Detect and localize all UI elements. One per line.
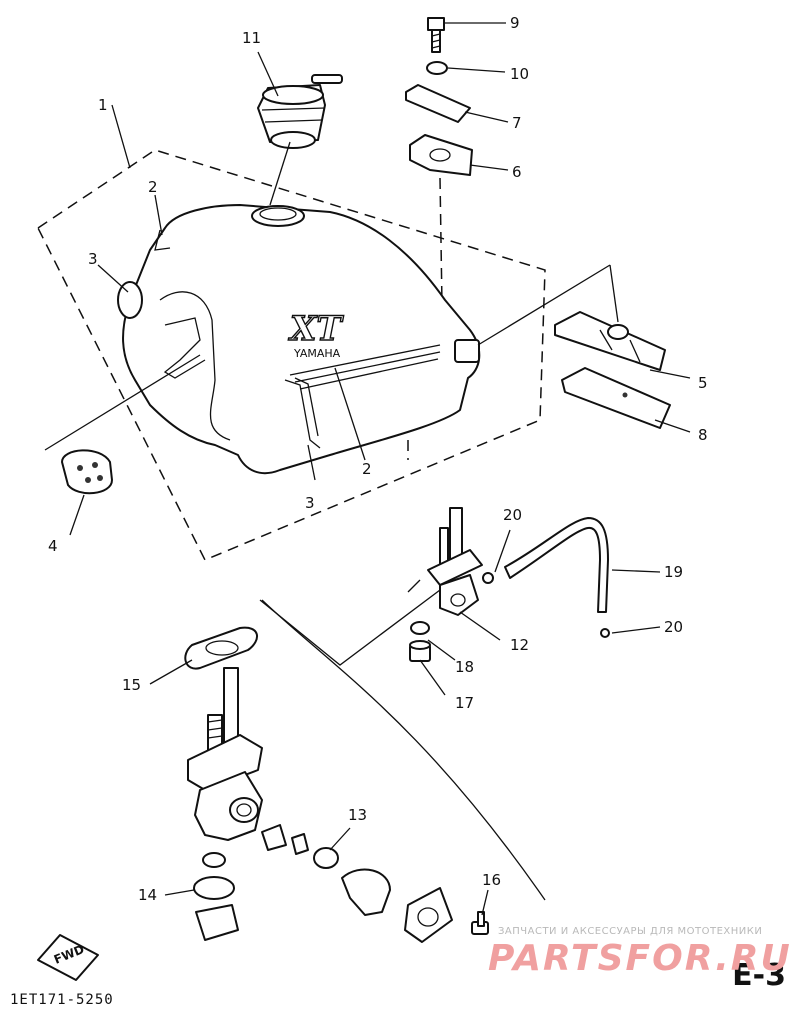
leader-lines (44, 22, 691, 916)
gasket-15 (184, 626, 258, 670)
filter-cup (195, 904, 239, 941)
o-ring-14 (193, 876, 235, 900)
watermark-logo: PARTSFOR.RU (488, 938, 792, 979)
fuel-cock-12 (427, 507, 483, 616)
cup-17 (409, 640, 431, 662)
callouts: 11 9 10 7 6 1 2 3 4 2 3 5 8 20 19 20 12 … (48, 14, 708, 904)
callout-18: 18 (455, 658, 474, 676)
callout-7: 7 (512, 114, 522, 132)
bracket-8 (561, 367, 671, 429)
grommet-4 (61, 449, 113, 495)
ref-line-bolt (439, 177, 443, 306)
clip-20-upper (482, 572, 494, 584)
catalog-code: 1ET171-5250 (10, 992, 114, 1008)
callout-19: 19 (664, 563, 683, 581)
assembly-outline (37, 149, 546, 561)
damper-6 (409, 134, 473, 176)
tank-brand-label: YAMAHA (293, 347, 341, 360)
callout-13: 13 (348, 806, 367, 824)
watermark-caption: ЗАПЧАСТИ И АКСЕССУАРЫ ДЛЯ МОТОТЕХНИКИ (498, 926, 763, 937)
callout-20-lower: 20 (664, 618, 683, 636)
callout-20-upper: 20 (503, 506, 522, 524)
clip-20-lower (600, 628, 610, 638)
lever-13-parts (261, 824, 453, 943)
callout-3-top: 3 (88, 250, 98, 268)
callout-1: 1 (98, 96, 108, 114)
filler-cap (257, 74, 343, 149)
callout-5: 5 (698, 374, 708, 392)
fuel-hose-19 (504, 517, 609, 613)
callout-2-top: 2 (148, 178, 158, 196)
callout-17: 17 (455, 694, 474, 712)
seal-18 (410, 621, 430, 635)
page-id: E-3 (732, 958, 786, 993)
washer-small (202, 852, 226, 868)
fwd-arrow: FWD (37, 934, 99, 981)
callout-16: 16 (482, 871, 501, 889)
washer-10 (426, 61, 448, 75)
tank-logo: XT (288, 309, 344, 349)
callout-3-bottom: 3 (305, 494, 315, 512)
callout-12: 12 (510, 636, 529, 654)
callout-6: 6 (512, 163, 522, 181)
bracket-7 (405, 84, 471, 123)
callout-8: 8 (698, 426, 708, 444)
callout-11: 11 (242, 29, 261, 47)
screw-16 (471, 911, 489, 935)
callout-15: 15 (122, 676, 141, 694)
callout-2-bottom: 2 (362, 460, 372, 478)
callout-9: 9 (510, 14, 520, 32)
fuel-cock-detail (187, 667, 263, 841)
callout-10: 10 (510, 65, 529, 83)
bracket-5 (554, 311, 666, 371)
bolt-9 (427, 17, 445, 53)
callout-4: 4 (48, 537, 58, 555)
callout-14: 14 (138, 886, 157, 904)
fuel-tank: XT YAMAHA (117, 204, 481, 475)
